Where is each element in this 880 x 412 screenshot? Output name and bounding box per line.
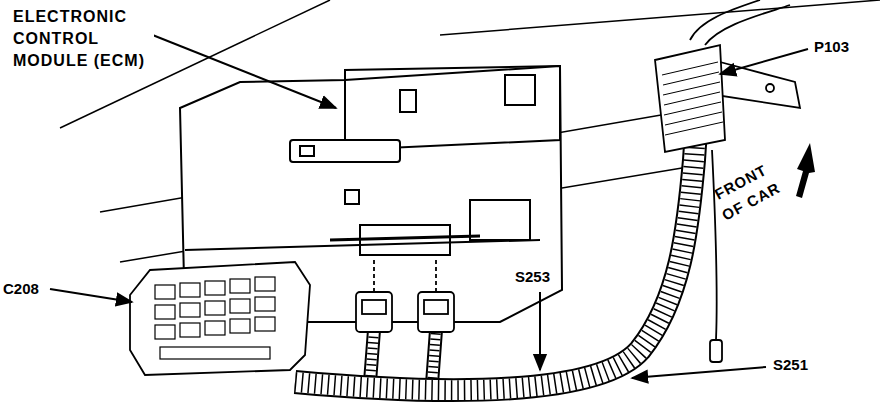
part-label: ELECTRONIC CONTROL MODULE (ECM) (12, 6, 154, 72)
harness-connectors (356, 260, 454, 332)
wiring-harness (295, 70, 700, 390)
splice-label: S251 (772, 356, 809, 374)
p103-bracket (655, 0, 800, 362)
direction-label: FRONT OF CAR (699, 153, 794, 231)
connector-label: C208 (2, 280, 40, 298)
leader-lines (50, 30, 808, 378)
direction-arrow (796, 143, 815, 198)
fuse-block (130, 262, 310, 375)
splice-label: S253 (514, 268, 551, 286)
connector-label: P103 (813, 38, 850, 56)
